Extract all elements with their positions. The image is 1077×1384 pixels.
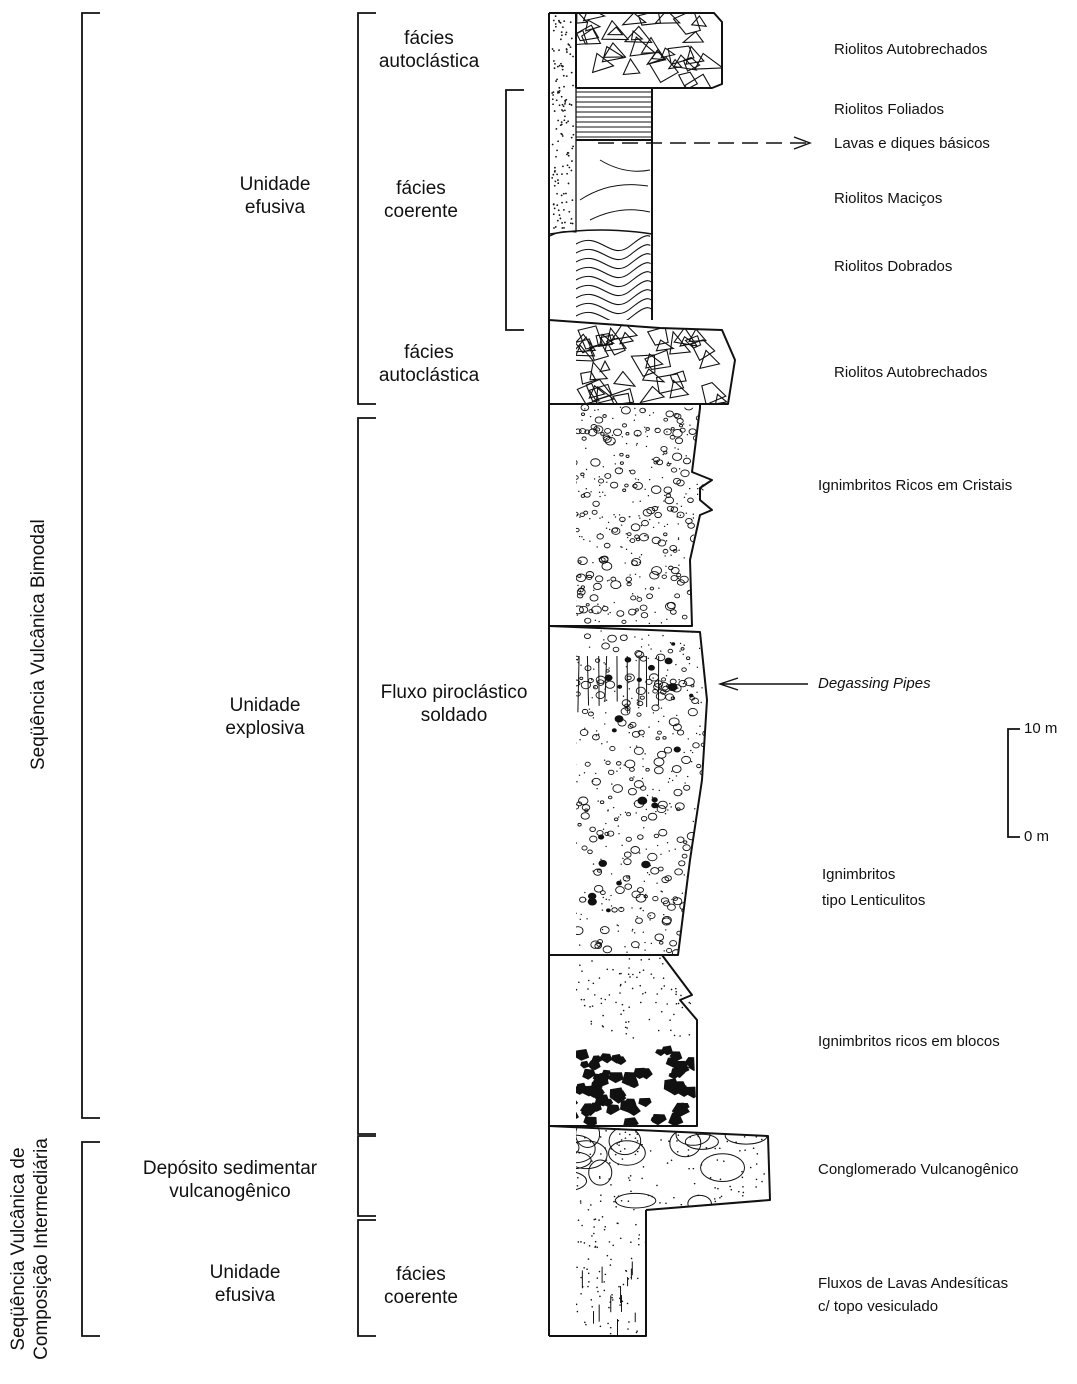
scale-bottom-label: 0 m — [1024, 825, 1049, 849]
crystal-rich-texture — [549, 403, 713, 624]
scale-bar — [1008, 729, 1020, 837]
foliation — [576, 92, 652, 137]
folds — [576, 236, 660, 323]
massive-curves — [580, 160, 650, 220]
lith-ignimbritos-lenticulitos: Ignimbritos tipo Lenticulitos — [822, 862, 925, 913]
bimodal-sequence-label: Seqüência Vulcânica Bimodal — [28, 519, 51, 770]
lith-lavas-diques: Lavas e diques básicos — [834, 132, 990, 156]
lith-degassing-pipes: Degassing Pipes — [818, 672, 931, 696]
lith-fluxos-andesiticos: Fluxos de Lavas Andesíticas c/ topo vesi… — [818, 1272, 1008, 1319]
lapilli-texture — [549, 630, 711, 956]
lith-riolitos-dobrados: Riolitos Dobrados — [834, 255, 952, 279]
lith-ignimbritos-blocos: Ignimbritos ricos em blocos — [818, 1030, 1000, 1054]
lith-riolitos-foliados: Riolitos Foliados — [834, 98, 944, 122]
intermediate-sequence-label: Seqüência Vulcânica de Composição Interm… — [8, 1114, 54, 1384]
scale-top-label: 10 m — [1024, 717, 1057, 741]
lith-riolitos-macicos: Riolitos Maciços — [834, 187, 942, 211]
side-strip-dots — [551, 15, 574, 229]
intermediate-line1: Seqüência Vulcânica de — [8, 1114, 31, 1384]
block-texture — [551, 957, 699, 1128]
andesite-texture — [553, 1216, 646, 1337]
lith-ignimbritos-cristais: Ignimbritos Ricos em Cristais — [818, 474, 1012, 498]
lith-riolitos-autobrechados-top: Riolitos Autobrechados — [834, 38, 987, 62]
lith-riolitos-autobrechados-mid: Riolitos Autobrechados — [834, 361, 987, 385]
lith-conglomerado: Conglomerado Vulcanogênico — [818, 1158, 1018, 1182]
breccia-mid — [567, 322, 737, 410]
intermediate-line2: Composição Intermediária — [31, 1114, 54, 1384]
breccia-top — [571, 8, 723, 95]
